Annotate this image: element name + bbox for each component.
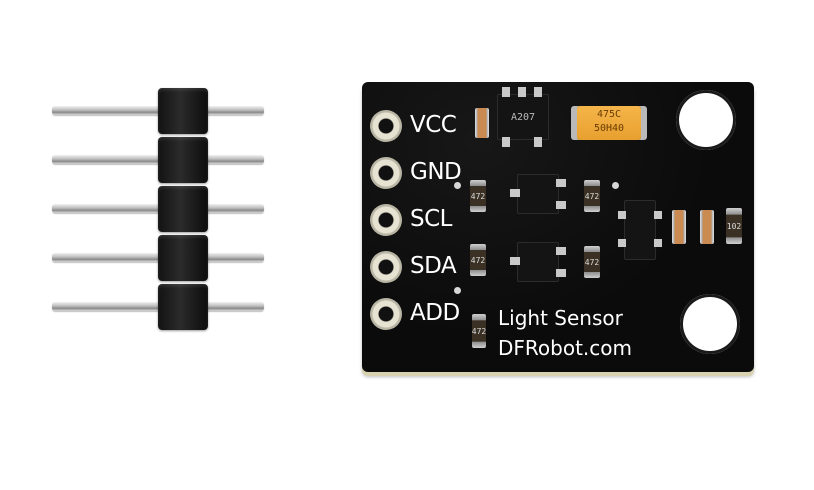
resistor: 472 — [470, 244, 486, 276]
sensor-board: VCC GND SCL SDA ADD A207 475C 50H40 47 — [362, 82, 754, 372]
pad-scl — [370, 204, 402, 236]
label-add: ADD — [410, 300, 460, 326]
pad-vcc — [370, 110, 402, 142]
regulator-chip: A207 — [497, 87, 549, 147]
silkscreen-product-name: Light Sensor — [498, 306, 623, 330]
via — [454, 182, 461, 189]
tantalum-capacitor: 475C 50H40 — [577, 106, 641, 140]
resistor: 102 — [726, 208, 742, 244]
light-sensor-ic — [618, 200, 662, 260]
resistor: 472 — [472, 314, 486, 348]
mounting-hole — [680, 294, 740, 354]
via — [612, 182, 619, 189]
resistor: 472 — [584, 180, 600, 212]
via — [454, 287, 461, 294]
regulator-mark: A207 — [510, 111, 536, 123]
label-scl: SCL — [410, 206, 452, 232]
resistor: 472 — [470, 180, 486, 212]
label-gnd: GND — [410, 159, 462, 185]
label-sda: SDA — [410, 253, 457, 279]
header-pin — [40, 235, 270, 281]
resistor: 472 — [584, 246, 600, 278]
pin-header — [40, 80, 270, 340]
transistor — [510, 174, 566, 214]
capacitor-code-2: 50H40 — [593, 123, 625, 134]
capacitor — [475, 108, 489, 138]
header-pin — [40, 137, 270, 183]
pad-sda — [370, 251, 402, 283]
mounting-hole — [676, 90, 736, 150]
capacitor — [672, 210, 686, 244]
pad-gnd — [370, 157, 402, 189]
silkscreen-brand-url: DFRobot.com — [498, 336, 632, 360]
capacitor — [700, 210, 714, 244]
header-pin — [40, 88, 270, 134]
pad-add — [370, 298, 402, 330]
label-vcc: VCC — [410, 112, 457, 138]
transistor — [510, 242, 566, 282]
header-pin — [40, 284, 270, 330]
capacitor-code: 475C — [596, 109, 622, 120]
header-pin — [40, 186, 270, 232]
